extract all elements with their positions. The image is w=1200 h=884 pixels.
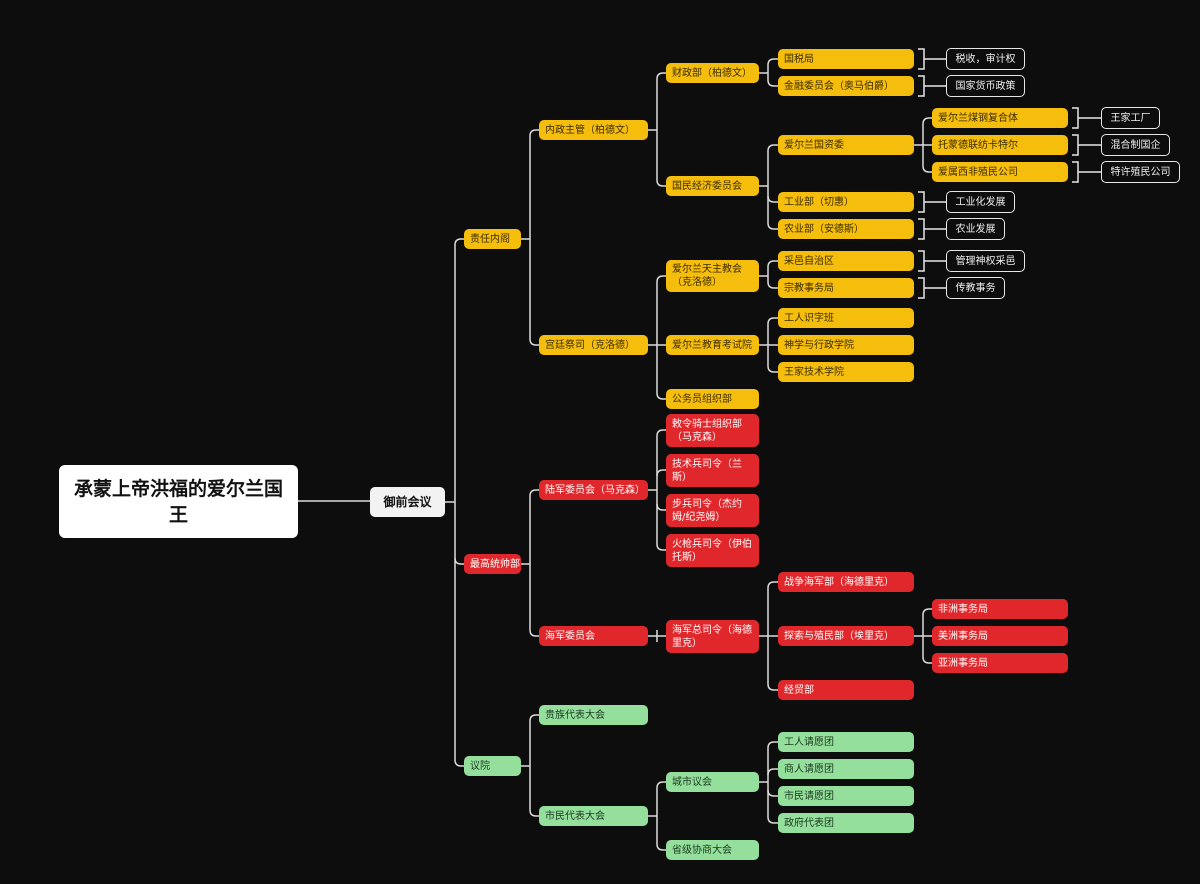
node-merchants-petition[interactable]: 商人请愿团 (778, 759, 914, 779)
node-royal-tech-college[interactable]: 王家技术学院 (778, 362, 914, 382)
node-citizens-assembly[interactable]: 市民代表大会 (539, 806, 648, 826)
node-government-delegation[interactable]: 政府代表团 (778, 813, 914, 833)
node-worker-literacy[interactable]: 工人识字班 (778, 308, 914, 328)
node-finance-committee[interactable]: 金融委员会（奥马伯爵） (778, 76, 914, 96)
node-west-africa-company[interactable]: 爱属西非殖民公司 (932, 162, 1068, 182)
node-citizens-petition[interactable]: 市民请愿团 (778, 786, 914, 806)
node-asia-affairs[interactable]: 亚洲事务局 (932, 653, 1068, 673)
node-civil-service[interactable]: 公务员组织部 (666, 389, 759, 409)
note-industrialization[interactable]: 工业化发展 (946, 191, 1015, 213)
node-tomund-cartel[interactable]: 托蒙德联纺卡特尔 (932, 135, 1068, 155)
note-agriculture-dev[interactable]: 农业发展 (946, 218, 1005, 240)
node-knights-org[interactable]: 敕令骑士组织部（马克森） (666, 414, 759, 447)
node-army-committee[interactable]: 陆军委员会（马克森） (539, 480, 648, 500)
node-agriculture-ministry[interactable]: 农业部（安德斯） (778, 219, 914, 239)
node-technical-troops[interactable]: 技术兵司令（兰斯） (666, 454, 759, 487)
node-trade-ministry[interactable]: 经贸部 (778, 680, 914, 700)
note-manage-fief[interactable]: 管理神权采邑 (946, 250, 1025, 272)
node-education-exam[interactable]: 爱尔兰教育考试院 (666, 335, 759, 355)
node-provincial-assembly[interactable]: 省级协商大会 (666, 840, 759, 860)
node-fief-district[interactable]: 采邑自治区 (778, 251, 914, 271)
note-currency-policy[interactable]: 国家货币政策 (946, 75, 1025, 97)
root-node-king[interactable]: 承蒙上帝洪福的爱尔兰国王 (59, 465, 298, 538)
note-mixed-soe[interactable]: 混合制国企 (1101, 134, 1170, 156)
node-america-affairs[interactable]: 美洲事务局 (932, 626, 1068, 646)
node-interior-chief[interactable]: 内政主管（柏德文） (539, 120, 648, 140)
node-court-priest[interactable]: 宫廷祭司（克洛德） (539, 335, 648, 355)
node-royal-council[interactable]: 御前会议 (370, 487, 445, 517)
node-parliament[interactable]: 议院 (464, 756, 521, 776)
node-supreme-command[interactable]: 最高统帅部 (464, 554, 521, 574)
node-infantry-command[interactable]: 步兵司令（杰约姆/纪尧姆） (666, 494, 759, 527)
node-theology-college[interactable]: 神学与行政学院 (778, 335, 914, 355)
node-religious-affairs[interactable]: 宗教事务局 (778, 278, 914, 298)
node-exploration-colonial[interactable]: 探索与殖民部（埃里克） (778, 626, 914, 646)
node-economy-committee[interactable]: 国民经济委员会 (666, 176, 759, 196)
note-licensed-colonial[interactable]: 特许殖民公司 (1101, 161, 1180, 183)
node-war-navy[interactable]: 战争海军部（海德里克） (778, 572, 914, 592)
note-tax-audit[interactable]: 税收，审计权 (946, 48, 1025, 70)
node-sasac[interactable]: 爱尔兰国资委 (778, 135, 914, 155)
node-industry-ministry[interactable]: 工业部（切惠） (778, 192, 914, 212)
node-navy-committee[interactable]: 海军委员会 (539, 626, 648, 646)
note-missionary[interactable]: 传教事务 (946, 277, 1005, 299)
node-tax-bureau[interactable]: 国税局 (778, 49, 914, 69)
node-africa-affairs[interactable]: 非洲事务局 (932, 599, 1068, 619)
node-coal-steel[interactable]: 爱尔兰煤钢复合体 (932, 108, 1068, 128)
node-navy-commander[interactable]: 海军总司令（海德里克） (666, 620, 759, 653)
node-nobles-assembly[interactable]: 贵族代表大会 (539, 705, 648, 725)
node-finance-ministry[interactable]: 财政部（柏德文） (666, 63, 759, 83)
node-musketeer-command[interactable]: 火枪兵司令（伊伯托斯） (666, 534, 759, 567)
node-cabinet[interactable]: 责任内阁 (464, 229, 521, 249)
note-royal-factory[interactable]: 王家工厂 (1101, 107, 1160, 129)
node-city-council[interactable]: 城市议会 (666, 772, 759, 792)
node-workers-petition[interactable]: 工人请愿团 (778, 732, 914, 752)
node-catholic-church[interactable]: 爱尔兰天主教会（克洛德） (666, 260, 759, 292)
